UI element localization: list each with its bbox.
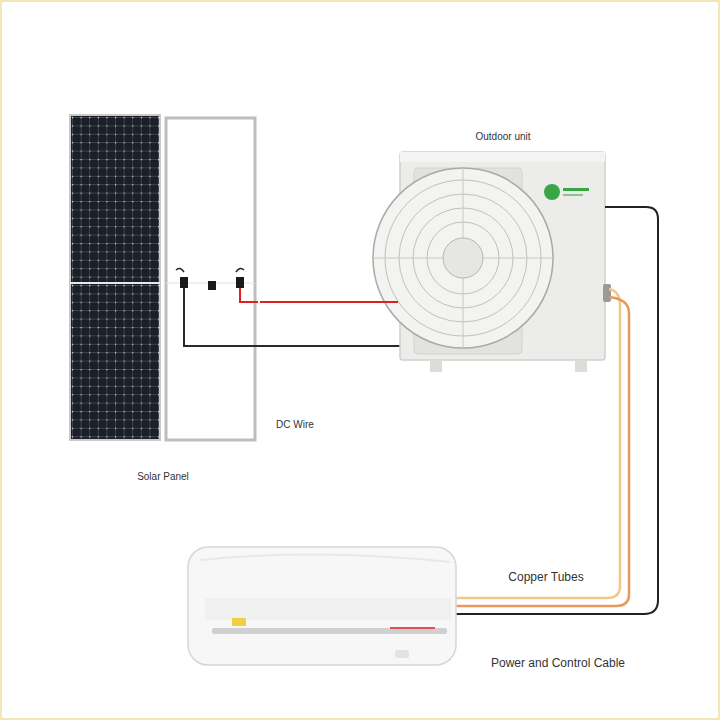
outdoor-unit [373,152,611,372]
power-control-cable [456,207,658,614]
outdoor-unit-node: Outdoor unit [398,131,608,361]
solar-panel-node: Solar Panel [66,112,260,483]
node-label: Outdoor unit [473,131,532,143]
cable-label: Power and Control Cable [489,656,627,670]
dc-wire-positive [240,288,258,302]
dc-wire-connector [260,301,398,303]
wire-label: DC Wire [274,418,316,432]
node-label: Solar Panel [135,471,191,483]
indoor-unit [188,547,456,665]
solar-panel-back [166,118,255,440]
solar-panel-front [70,115,160,440]
tube-label: Copper Tubes [506,570,585,584]
copper-tube [456,289,620,598]
copper-tube [456,297,629,606]
